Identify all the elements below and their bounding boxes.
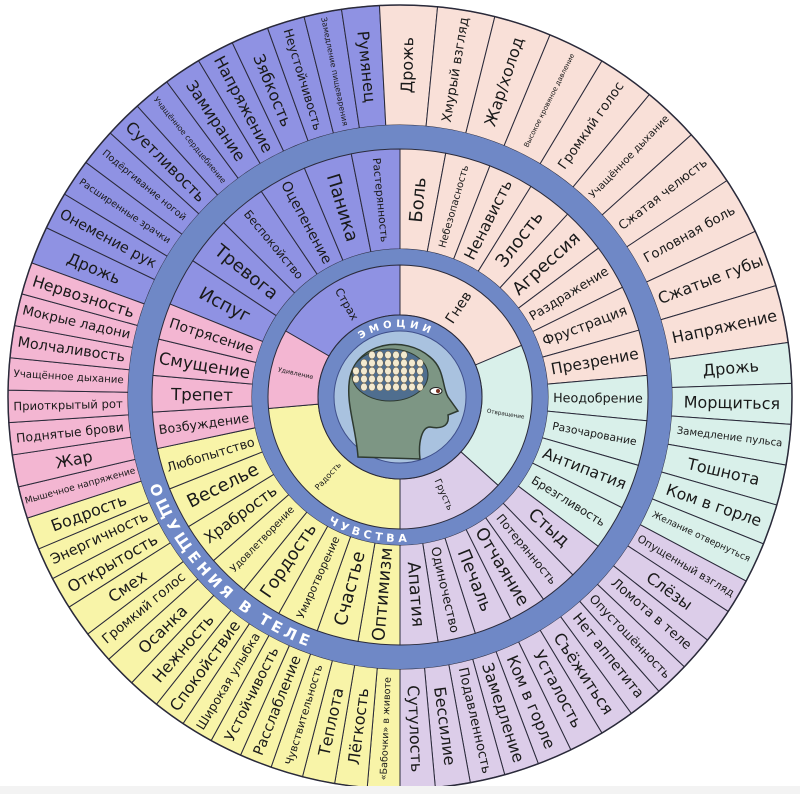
face-dot-icon <box>408 382 416 392</box>
sensation-label: Приоткрытый рот <box>13 397 123 414</box>
face-dot-icon <box>400 366 408 376</box>
face-dot-icon <box>384 350 392 360</box>
face-dot-icon <box>416 382 424 392</box>
face-dot-icon <box>360 358 368 368</box>
face-dot-icon <box>376 366 384 376</box>
face-dot-icon <box>416 374 424 384</box>
face-dot-icon <box>384 358 392 368</box>
bottom-strip <box>0 786 800 794</box>
feelings-band <box>252 249 548 545</box>
face-dot-icon <box>400 350 408 360</box>
face-dot-icon <box>376 374 384 384</box>
face-dot-icon <box>408 358 416 368</box>
face-dot-icon <box>352 374 360 384</box>
face-dot-icon <box>368 382 376 392</box>
face-dot-icon <box>384 382 392 392</box>
pupil-icon <box>436 389 440 393</box>
feeling-label: Неодобрение <box>553 390 643 405</box>
sensations-band <box>128 125 672 669</box>
face-dot-icon <box>352 366 360 376</box>
face-dot-icon <box>376 358 384 368</box>
feelings-ring: ИспугТревогаБеспокойствоОцепенениеПаника… <box>151 148 649 646</box>
face-dot-icon <box>416 358 424 368</box>
face-dot-icon <box>368 366 376 376</box>
sensation-label: Дрожь <box>702 356 760 380</box>
face-dot-icon <box>360 374 368 384</box>
face-dot-icon <box>416 366 424 376</box>
face-dot-icon <box>368 358 376 368</box>
face-dot-icon <box>360 366 368 376</box>
head-illustration <box>317 314 483 480</box>
feeling-label: Трепет <box>170 384 234 405</box>
face-dot-icon <box>368 374 376 384</box>
sensation-label: Морщиться <box>684 392 781 413</box>
face-dot-icon <box>368 350 376 360</box>
face-dot-icon <box>400 374 408 384</box>
feeling-label: Боль <box>406 176 431 223</box>
face-dot-icon <box>360 382 368 392</box>
face-dot-icon <box>408 366 416 376</box>
face-dot-icon <box>384 366 392 376</box>
face-dot-icon <box>400 382 408 392</box>
face-dot-icon <box>392 374 400 384</box>
face-dot-icon <box>392 350 400 360</box>
face-dot-icon <box>392 358 400 368</box>
sensation-label: Дрожь <box>397 37 417 94</box>
sensation-label: «Бабочки» в животе <box>378 677 393 781</box>
face-dot-icon <box>376 382 384 392</box>
face-dot-icon <box>384 374 392 384</box>
face-dot-icon <box>392 382 400 392</box>
face-dot-icon <box>376 350 384 360</box>
face-dot-icon <box>400 358 408 368</box>
sensation-label: Сутулость <box>404 685 427 773</box>
face-dot-icon <box>392 366 400 376</box>
face-dot-icon <box>408 374 416 384</box>
